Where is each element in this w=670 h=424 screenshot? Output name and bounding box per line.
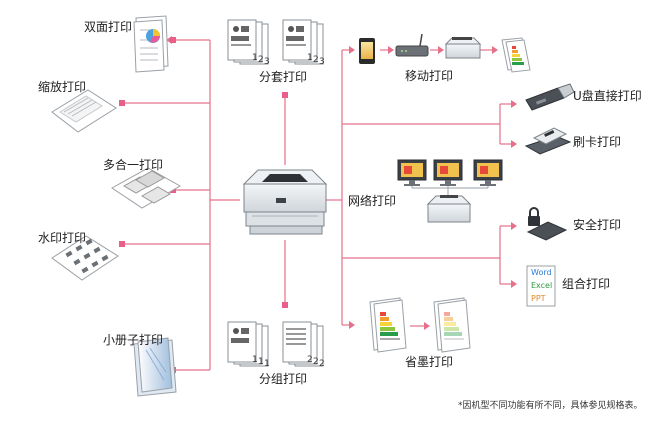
toner-save-icon (369, 297, 471, 353)
label-toner-save: 省墨打印 (405, 355, 454, 369)
collate-num-1: 1 (252, 53, 258, 63)
footnote: *因机型不同功能有所不同，具体参见规格表。 (458, 401, 643, 411)
usb-drive-icon (525, 83, 575, 111)
secure-print-icon (526, 207, 568, 241)
zoom-print-icon (51, 89, 117, 133)
collate-num-4: 1 (307, 53, 313, 63)
label-watermark: 水印打印 (38, 231, 87, 245)
group-num-2: 1 (258, 357, 264, 367)
collate-num-6: 3 (319, 57, 325, 67)
label-usb: U盘直接打印 (573, 89, 642, 103)
label-mobile: 移动打印 (405, 69, 454, 83)
printer-icon (242, 169, 328, 235)
monitor-1 (397, 159, 427, 186)
mobile-print-icon (359, 33, 531, 73)
watermark-print-icon (51, 235, 119, 281)
group-num-3: 1 (264, 359, 270, 369)
group-num-1: 1 (252, 355, 258, 365)
network-print-icon (397, 159, 503, 223)
label-network: 网络打印 (348, 194, 397, 208)
label-collate: 分套打印 (259, 70, 308, 84)
booklet-print-icon (133, 337, 177, 397)
collate-num-5: 2 (313, 55, 319, 65)
group-num-6: 2 (319, 359, 325, 369)
label-secure: 安全打印 (573, 218, 622, 232)
group-num-5: 2 (313, 357, 319, 367)
page-numbers: 1 2 3 1 2 3 1 1 1 2 2 2 (252, 53, 325, 369)
label-n-up: 多合一打印 (103, 158, 164, 172)
group-num-4: 2 (307, 355, 313, 365)
label-booklet: 小册子打印 (103, 333, 164, 347)
group-print-icon (227, 321, 324, 367)
label-combo: 组合打印 (562, 277, 611, 291)
label-card: 刷卡打印 (573, 135, 622, 149)
combo-ppt-text: PPT (531, 294, 546, 303)
label-duplex: 双面打印 (84, 20, 133, 34)
n-up-print-icon (111, 167, 182, 209)
monitor-3 (473, 159, 503, 186)
combo-print-icon (526, 265, 556, 307)
combo-excel-text: Excel (531, 281, 553, 290)
label-zoom: 缩放打印 (38, 80, 87, 94)
connector-arrowheads (166, 36, 517, 330)
combo-word-text: Word (531, 268, 552, 277)
collate-print-icon (227, 19, 324, 65)
collate-num-3: 3 (264, 57, 270, 67)
label-group: 分组打印 (259, 372, 308, 386)
collate-num-2: 2 (258, 55, 264, 65)
monitor-2 (433, 159, 463, 186)
card-swipe-icon (524, 127, 572, 155)
duplex-print-icon (133, 15, 169, 73)
